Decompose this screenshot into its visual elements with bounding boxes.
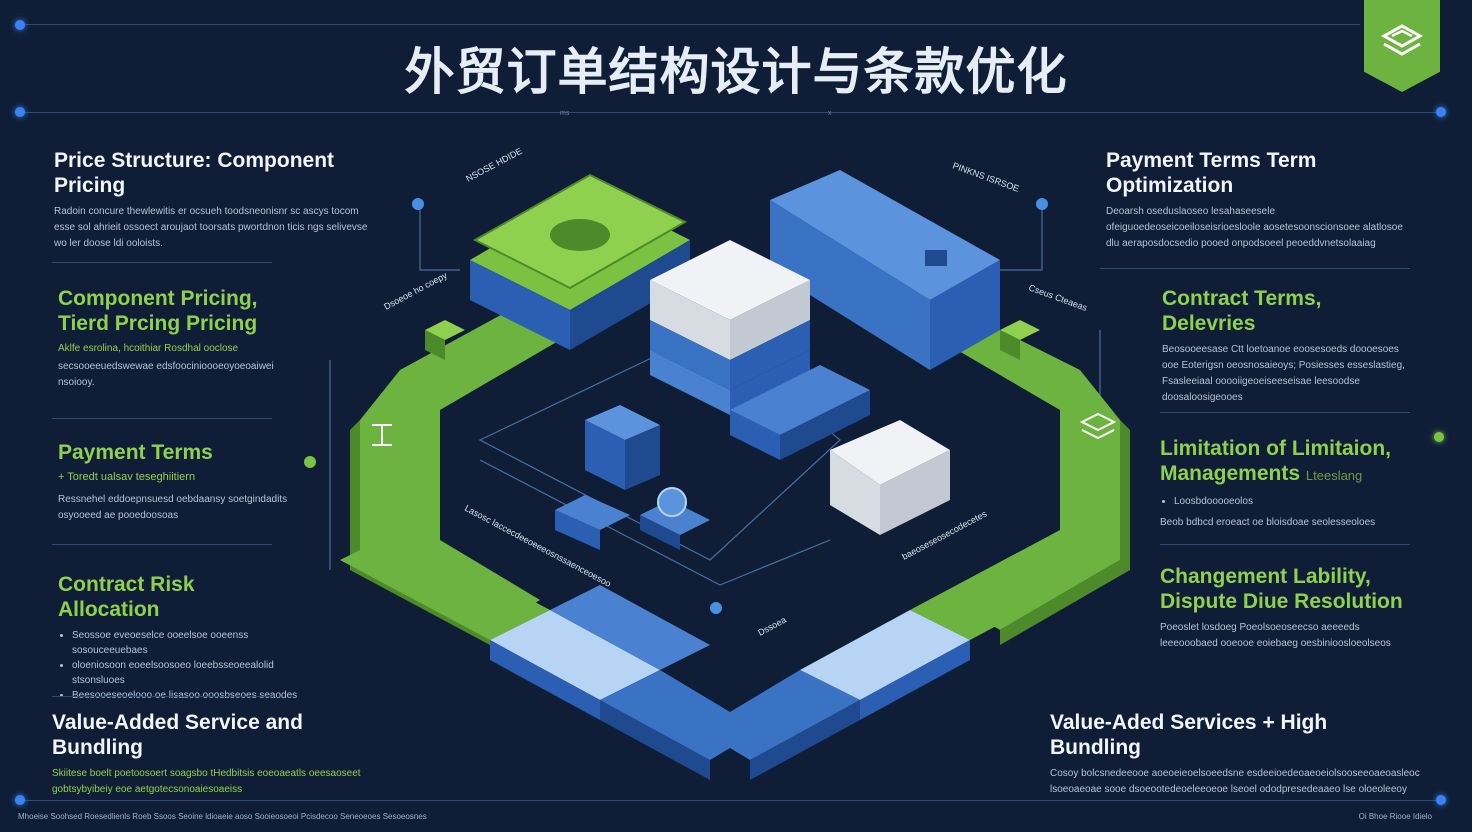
panel-title: Payment Terms — [58, 441, 213, 464]
panel-bullet-list: Loosbdooooeolos — [1160, 494, 1410, 509]
document-stack-icon — [1079, 412, 1117, 440]
panel-title: Limitation of Limitaion, — [1160, 437, 1391, 460]
globe-icon — [657, 487, 687, 517]
list-item: Seossoe eveoeselce ooeelsoe ooeenss soso… — [72, 628, 298, 658]
page-title: 外贸订单结构设计与条款优化 — [404, 43, 1068, 101]
right-panel-value-added: Value-Aded Services + High Bundling Coso… — [1050, 710, 1420, 798]
right-panel-payment-optimization: Payment Terms Term Optimization Deoarsh … — [1106, 148, 1416, 252]
panel-subtitle: Aklfe esrolina, hcoithiar Rosdhal ooclos… — [58, 343, 239, 354]
left-divider-2 — [52, 418, 272, 419]
panel-title: Price Structure: Component Pricing — [54, 149, 335, 197]
bill-portrait — [550, 219, 610, 251]
header-tick-left: ms — [560, 110, 570, 117]
panel-title: Component Pricing, — [58, 287, 258, 310]
center-tower — [650, 240, 950, 535]
floor-tiles — [340, 530, 1120, 780]
left-panel-component-pricing: Component Pricing, Tierd Prcing Pricing … — [58, 286, 298, 391]
right-panel-dispute: Changement Lability, Dispute Diue Resolu… — [1160, 564, 1420, 652]
stacked-layers-logo-icon — [1380, 24, 1424, 56]
header-frame-line — [20, 112, 1440, 113]
panel-body: Deoarsh oseduslaoseo lesahaseesele ofeig… — [1106, 206, 1403, 249]
right-panel-contract-terms: Contract Terms, Delevries Beosooeesase C… — [1162, 286, 1412, 406]
tag-top-left: NSOSE HDIDE — [464, 146, 523, 184]
panel-bullet-list: Seossoe eveoeselce ooeelsoe ooeenss soso… — [58, 628, 298, 703]
panel-body: Radoin concure thewlewitis er ocsueh too… — [54, 206, 368, 249]
corner-dot-br — [1436, 795, 1446, 805]
left-panel-risk-allocation: Contract Risk Allocation Seossoe eveoese… — [58, 572, 298, 703]
panel-title-line2: Tierd Prcing Pricing — [58, 312, 258, 335]
left-divider-1 — [52, 262, 272, 263]
ring-icons — [425, 320, 1040, 360]
panel-title: Value-Aded Services + High Bundling — [1050, 711, 1328, 759]
corner-dot-tl — [15, 20, 25, 30]
footer-left-text: Mhoeise Soohsed Roesedlienls Roeb Ssoos … — [18, 812, 427, 821]
connector-dot — [412, 198, 424, 210]
panel-title-line2-extra: Lteeslang — [1305, 468, 1363, 483]
right-divider-2 — [1160, 412, 1410, 413]
corner-dot-ml — [15, 107, 25, 117]
panel-body: Cosoy bolcsnedeeooe aoeoeieoelsoeedsne e… — [1050, 768, 1420, 795]
list-item: Loosbdooooeolos — [1174, 494, 1410, 509]
panel-body: Skiitese boelt poetoosoert soagsbo tHedb… — [52, 768, 361, 795]
panel-body: Poeoslet losdoeg Poeolsoeoseecso aeeeeds… — [1160, 622, 1391, 649]
right-panel-limitation: Limitation of Limitaion, Managements Lte… — [1160, 436, 1410, 531]
central-isometric-diagram: NSOSE HDIDE PINKNS ISRSOE Dsoeoe ho coep… — [304, 146, 1130, 780]
panel-title: Contract Risk Allocation — [58, 573, 195, 621]
bottom-caption: Dssoea — [756, 615, 788, 638]
panel-title: Value-Added Service and Bundling — [52, 711, 303, 759]
panel-title: Changement Lability, — [1160, 565, 1371, 588]
corner-dot-bl — [15, 795, 25, 805]
list-item: oloeniosoon eoeelsoosoeo loeebsseoeealol… — [72, 658, 298, 688]
top-frame-line — [20, 24, 1360, 25]
money-stack — [470, 173, 690, 350]
bottom-frame-line — [20, 800, 1440, 801]
panel-body: Beosooeesase Ctt loetoanoe eoosesoeds do… — [1162, 344, 1405, 403]
logo-badge — [1364, 0, 1440, 92]
blue-slab — [770, 170, 1000, 370]
tag-top-right: PINKNS ISRSOE — [951, 160, 1020, 193]
header-tick-right: x — [828, 110, 832, 117]
panel-title-line2: Managements Lteeslang — [1160, 461, 1410, 488]
small-cubes — [555, 405, 710, 550]
right-divider-1 — [1100, 268, 1410, 269]
panel-body: Beob bdbcd eroeact oe bloisdoae seolesse… — [1160, 517, 1376, 528]
left-panel-price-structure: Price Structure: Component Pricing Radoi… — [54, 148, 374, 252]
panel-subtitle: + Toredt ualsav teseghiitiern — [58, 471, 196, 483]
panel-title: Payment Terms Term Optimization — [1106, 149, 1317, 197]
left-divider-3 — [52, 544, 272, 545]
panel-title: Contract Terms, Delevries — [1162, 287, 1322, 335]
connector-dot — [304, 456, 316, 468]
list-item: Beesooeseoelooo oe lisasoo ooosbseoes se… — [72, 688, 298, 703]
slab-window — [925, 250, 947, 266]
panel-title-line2-main: Managements — [1160, 462, 1301, 485]
right-divider-3 — [1160, 544, 1410, 545]
scale-icon — [372, 424, 392, 446]
left-panel-value-added: Value-Added Service and Bundling Skiites… — [52, 710, 382, 798]
tag-right: Cseus Cteaeas — [1027, 282, 1089, 313]
tag-left: Dsoeoe ho coepy — [382, 270, 449, 312]
left-divider-4 — [52, 696, 272, 697]
panel-title-line2: Dispute Diue Resolution — [1160, 590, 1403, 613]
connector-dot — [710, 602, 722, 614]
corner-dot-mr — [1436, 107, 1446, 117]
panel-body: Ressnehel eddoepnsuesd oebdaansy soetgin… — [58, 494, 288, 521]
side-dot-right — [1434, 432, 1444, 442]
footer-right-text: Oi Bhoe Riooe Idielo — [1358, 812, 1432, 821]
left-panel-payment-terms: Payment Terms + Toredt ualsav teseghiiti… — [58, 440, 288, 524]
connector-dot — [1036, 198, 1048, 210]
panel-body: secsooeeuedswewae edsfoocinioooeoyoeoaiw… — [58, 361, 274, 388]
